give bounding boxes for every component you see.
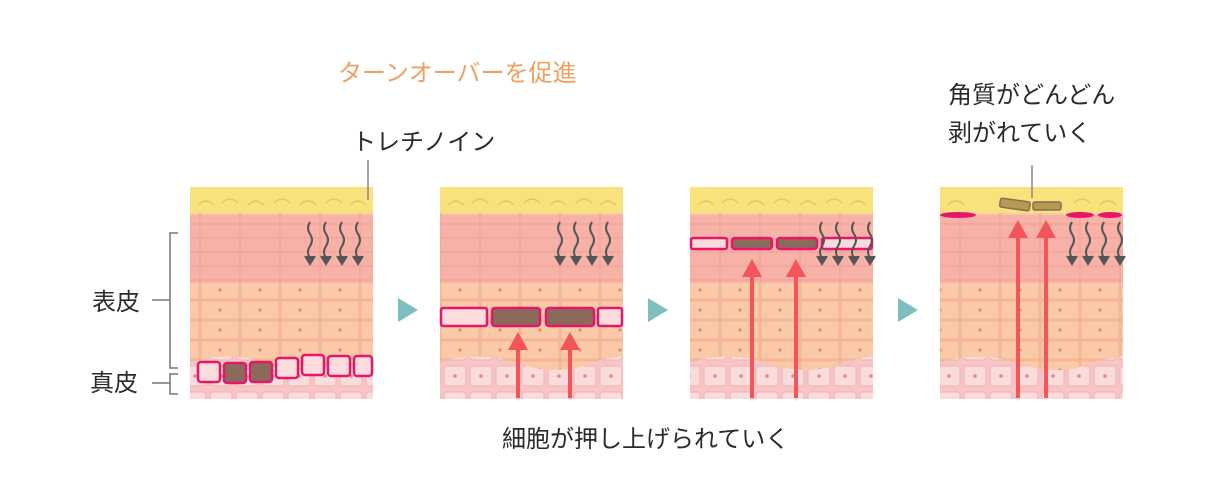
down-arrows-icon [1066, 221, 1126, 266]
down-arrows-icon [816, 221, 876, 266]
drug-label: トレチノイン [352, 128, 496, 156]
next-step-icon [648, 298, 668, 322]
panel-3 [689, 187, 876, 399]
up-arrow-icon [742, 259, 806, 398]
dermis-label: 真皮 [90, 369, 138, 397]
diagram-title: ターンオーバーを促進 [338, 59, 577, 87]
panel-2 [439, 187, 624, 399]
annotation-line-2: 剥がれていく [948, 119, 1092, 147]
rising-cells [689, 236, 874, 251]
epidermis-label: 表皮 [92, 288, 140, 316]
down-arrows-icon [554, 221, 614, 266]
bottom-caption: 細胞が押し上げられていく [502, 425, 790, 453]
bracket-icon [152, 232, 178, 395]
shedding-cells [998, 197, 1062, 212]
basal-cells [196, 353, 374, 385]
up-arrow-icon [508, 332, 580, 398]
next-step-icon [898, 298, 918, 322]
panel-4 [940, 165, 1126, 399]
annotation-line-1: 角質がどんどん [948, 81, 1116, 109]
panel-1 [190, 187, 374, 399]
next-step-icon [398, 298, 418, 322]
flattened-cells [940, 212, 1122, 218]
down-arrows-icon [304, 221, 364, 266]
up-arrow-icon [1008, 220, 1056, 398]
rising-cells [439, 306, 624, 328]
